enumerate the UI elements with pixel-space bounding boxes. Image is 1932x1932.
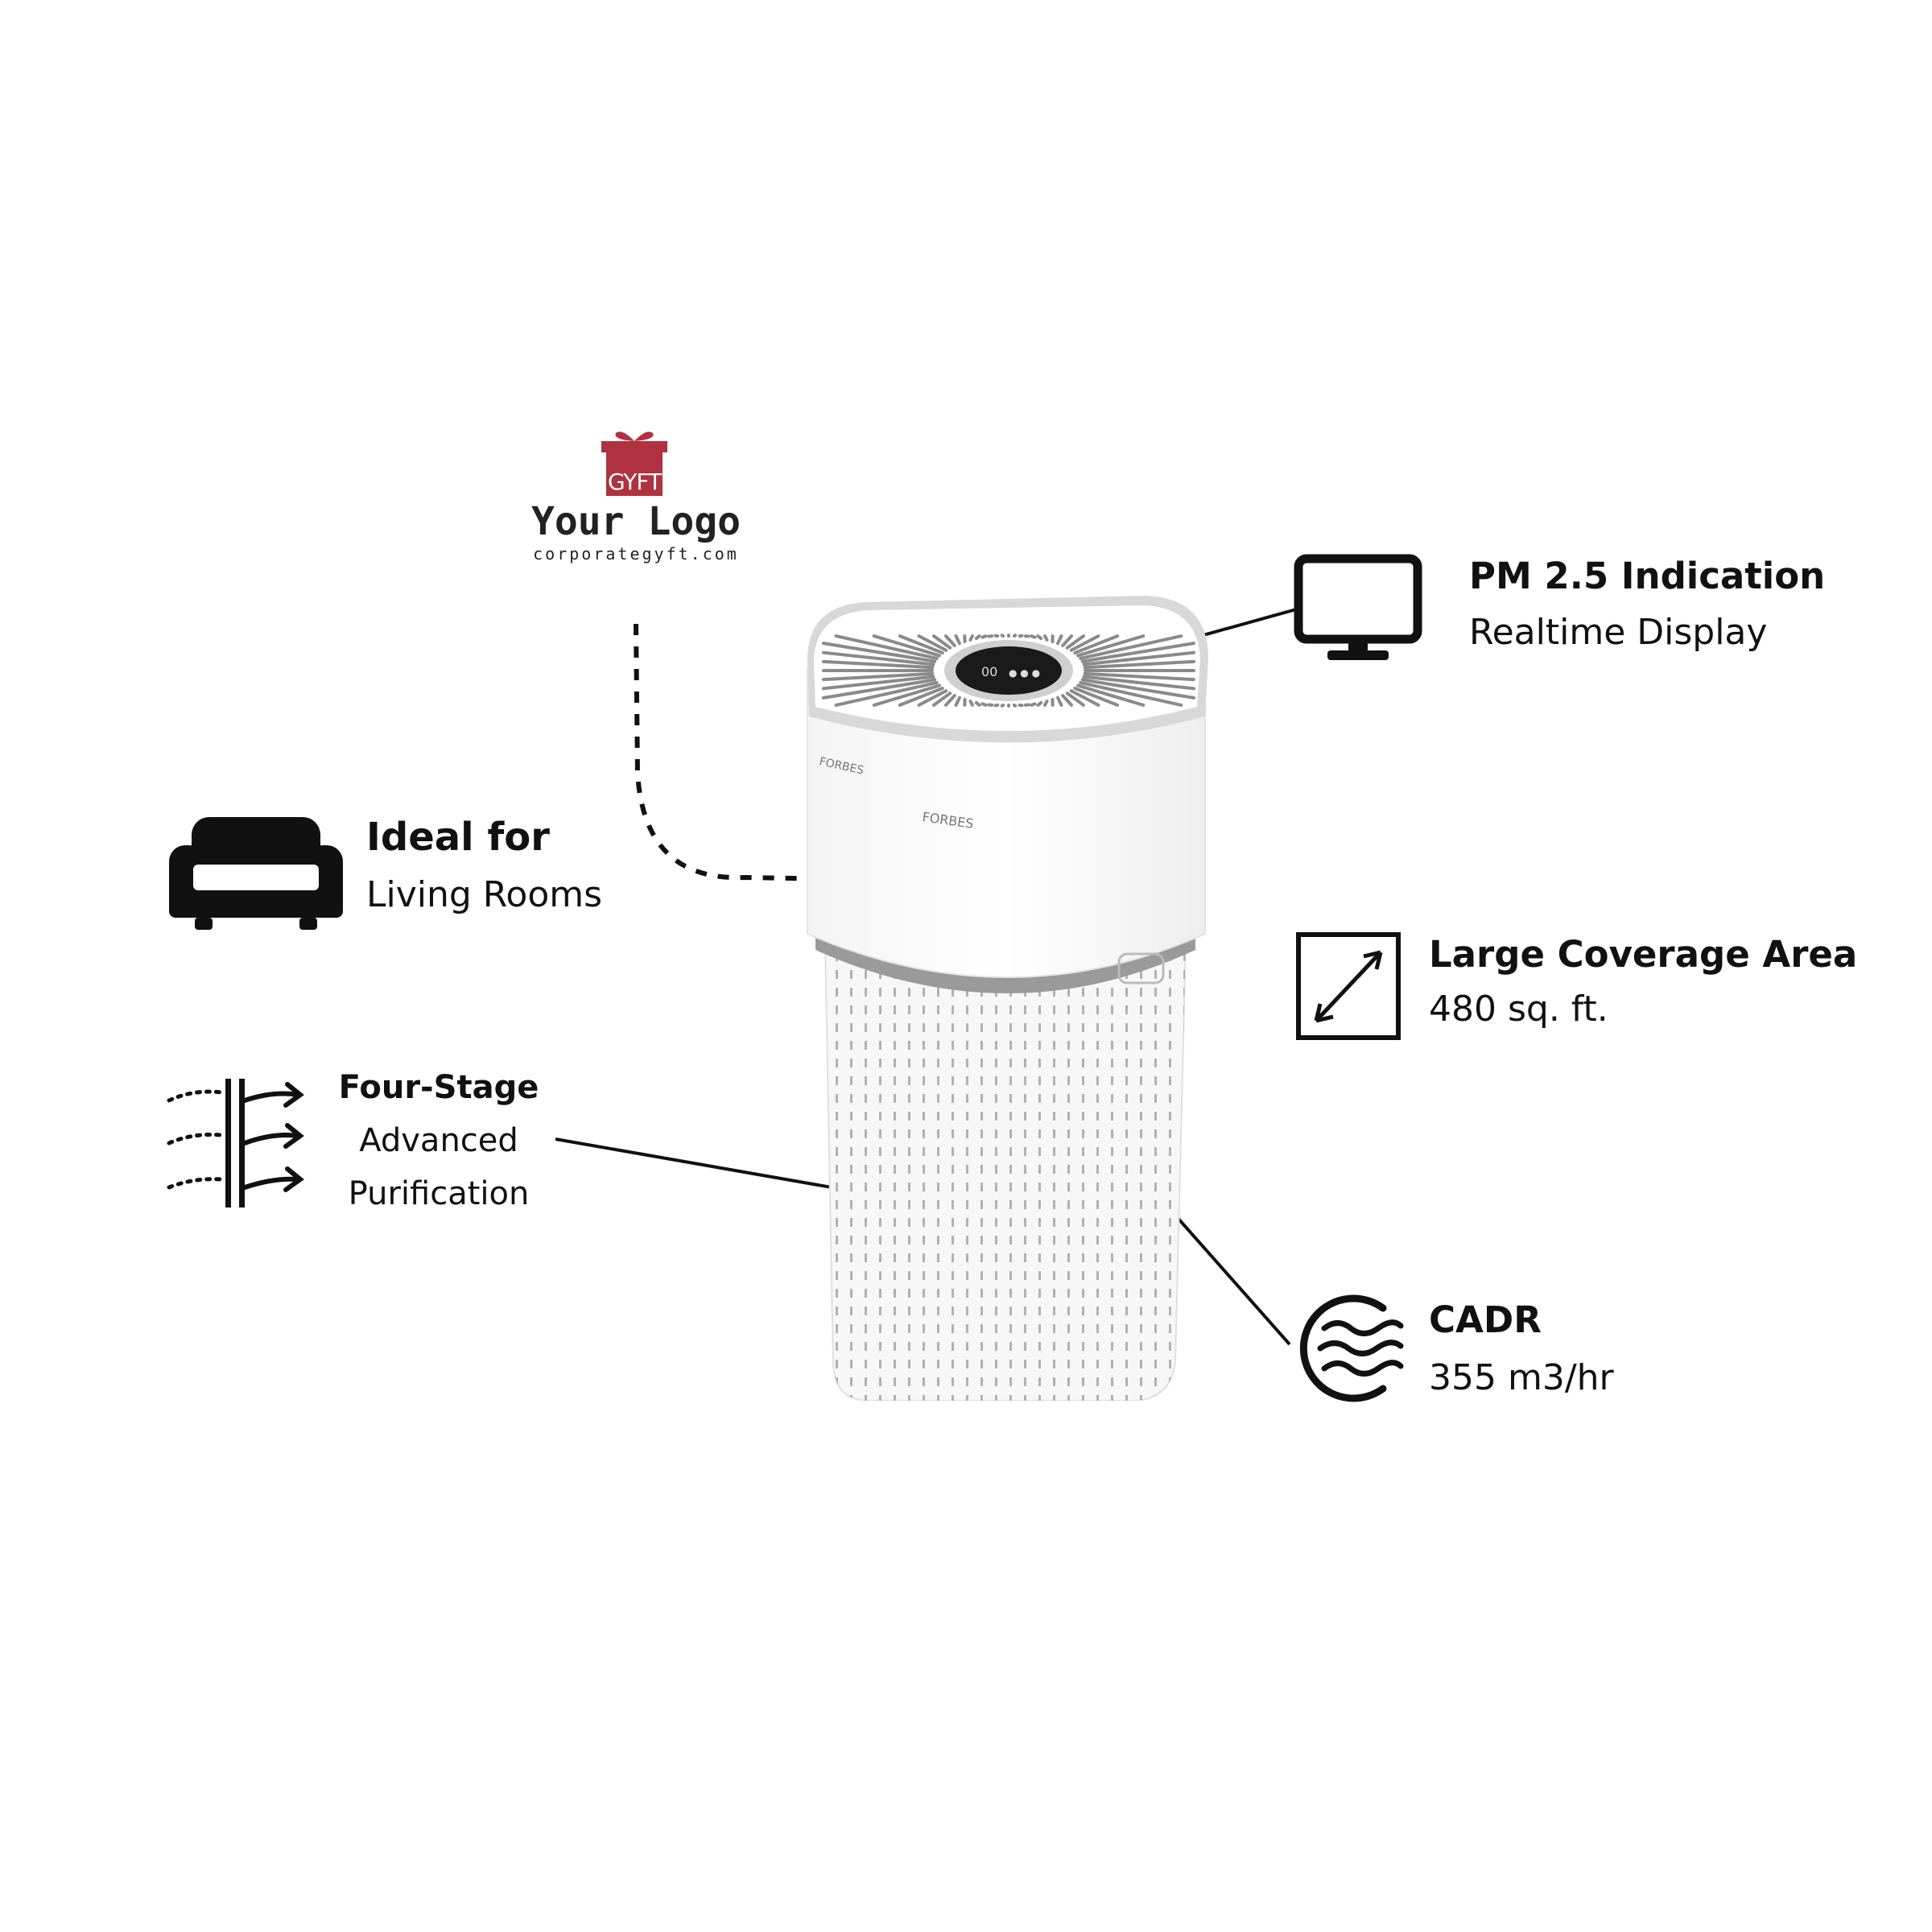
feature-pm25-subtitle: Realtime Display	[1469, 612, 1768, 653]
logo-block: GYFT Your Logo corporategyft.com	[515, 427, 757, 572]
logo-url: corporategyft.com	[533, 544, 739, 564]
svg-text:● ● ●: ● ● ●	[1009, 667, 1040, 679]
feature-purification-line-1: Four-Stage	[338, 1069, 539, 1106]
logo-leader-line	[634, 623, 890, 882]
feature-coverage: Large Coverage Area 480 sq. ft.	[1429, 932, 1857, 1034]
feature-purification: Four-Stage Advanced Purification	[318, 1061, 559, 1220]
feature-cadr-subtitle: 355 m3/hr	[1429, 1357, 1614, 1398]
air-purifier-image: 00 ● ● ● FORBES FORBES	[807, 596, 1208, 1401]
sofa-icon	[169, 817, 343, 930]
gift-box-icon: GYFT	[601, 431, 667, 496]
logo-name: Your Logo	[530, 499, 741, 544]
svg-text:00: 00	[981, 664, 997, 679]
feature-pm25-title: PM 2.5 Indication	[1469, 555, 1826, 597]
feature-living-subtitle: Living Rooms	[366, 874, 603, 915]
feature-pm25: PM 2.5 Indication Realtime Display	[1469, 554, 1825, 657]
feature-coverage-title: Large Coverage Area	[1429, 933, 1858, 976]
feature-purification-line-3: Purification	[348, 1175, 530, 1212]
feature-cadr-title: CADR	[1429, 1298, 1542, 1341]
airflow-filter-icon	[167, 1079, 304, 1208]
feature-living-title: Ideal for	[366, 815, 550, 860]
air-waves-icon	[1299, 1294, 1404, 1402]
monitor-icon	[1294, 554, 1422, 660]
logo-mark-text: GYFT	[608, 469, 663, 495]
feature-living: Ideal for Living Rooms	[366, 815, 602, 919]
feature-cadr: CADR 355 m3/hr	[1429, 1298, 1614, 1402]
feature-coverage-subtitle: 480 sq. ft.	[1429, 989, 1608, 1030]
diagonal-arrow-icon	[1296, 932, 1401, 1040]
feature-purification-line-2: Advanced	[359, 1122, 518, 1159]
